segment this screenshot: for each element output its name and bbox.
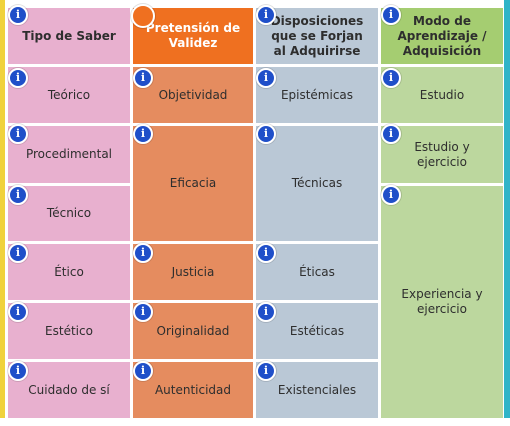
cell-modo-experiencia-y-ejercicio: Experiencia y ejercicio xyxy=(381,186,503,418)
cell-label: Teórico xyxy=(47,87,91,102)
cell-label: Epistémicas xyxy=(280,87,354,102)
info-icon[interactable]: i xyxy=(133,124,153,144)
info-icon[interactable]: i xyxy=(133,302,153,322)
info-icon[interactable]: i xyxy=(133,68,153,88)
cell-disposiciones-existenciales: Existenciales xyxy=(256,362,378,418)
cell-label: Ético xyxy=(54,264,84,279)
info-icon[interactable]: i xyxy=(133,243,153,263)
header-disposiciones: Disposiciones que se Forjan al Adquirirs… xyxy=(256,8,378,64)
cell-label: Existenciales xyxy=(277,382,357,397)
cell-label: Estéticas xyxy=(289,323,345,338)
cell-label: Eficacia xyxy=(169,176,217,190)
header-label: Disposiciones que se Forjan al Adquirirs… xyxy=(270,13,364,58)
cell-pretension-eficacia: Eficacia xyxy=(133,126,253,241)
left-column-edge xyxy=(0,0,5,418)
info-icon[interactable]: i xyxy=(256,361,276,381)
info-icon[interactable]: i xyxy=(8,68,28,88)
cell-label: Técnico xyxy=(46,206,92,220)
cell-label: Estudio y ejercicio xyxy=(414,139,470,169)
info-icon[interactable]: i xyxy=(256,302,276,322)
info-icon[interactable]: i xyxy=(256,68,276,88)
header-label: Pretensión de Validez xyxy=(145,21,241,50)
info-icon[interactable]: i xyxy=(381,68,401,88)
cell-disposiciones-eticas: Éticas xyxy=(256,244,378,300)
cell-disposiciones-epistemicas: Epistémicas xyxy=(256,67,378,123)
info-icon[interactable]: i xyxy=(8,185,28,205)
cell-tipo-cuidado-de-si: Cuidado de sí xyxy=(8,362,130,418)
info-icon[interactable]: i xyxy=(256,124,276,144)
cell-tipo-teorico: Teórico xyxy=(8,67,130,123)
cell-label: Justicia xyxy=(171,264,215,279)
cell-label: Estético xyxy=(45,323,93,338)
info-icon[interactable]: i xyxy=(8,5,28,25)
cell-label: Procedimental xyxy=(25,147,113,161)
info-icon[interactable]: i xyxy=(256,5,276,25)
cell-label: Estudio xyxy=(419,87,465,102)
cell-label: Éticas xyxy=(299,264,335,279)
info-icon[interactable]: i xyxy=(381,185,401,205)
cell-label: Cuidado de sí xyxy=(28,382,110,397)
cell-disposiciones-esteticas: Estéticas xyxy=(256,303,378,359)
right-column-edge xyxy=(504,0,510,418)
info-icon[interactable]: i xyxy=(8,302,28,322)
cell-pretension-justicia: Justicia xyxy=(133,244,253,300)
cell-tipo-etico: Ético xyxy=(8,244,130,300)
header-tipo-de-saber: Tipo de Saber xyxy=(8,8,130,64)
cell-label: Autenticidad xyxy=(154,382,232,397)
header-modo-de-aprendizaje: Modo de Aprendizaje / Adquisición xyxy=(381,8,503,64)
header-label: Tipo de Saber xyxy=(22,28,116,43)
info-icon[interactable]: i xyxy=(381,5,401,25)
info-icon[interactable]: i xyxy=(8,361,28,381)
cell-modo-estudio-y-ejercicio: Estudio y ejercicio xyxy=(381,126,503,183)
cell-tipo-tecnico: Técnico xyxy=(8,186,130,241)
cell-pretension-objetividad: Objetividad xyxy=(133,67,253,123)
cell-pretension-originalidad: Originalidad xyxy=(133,303,253,359)
cell-label: Originalidad xyxy=(156,323,230,338)
info-icon[interactable]: i xyxy=(381,124,401,144)
info-icon[interactable]: i xyxy=(8,124,28,144)
cell-disposiciones-tecnicas: Técnicas xyxy=(256,126,378,241)
cell-tipo-procedimental: Procedimental xyxy=(8,126,130,183)
cell-tipo-estetico: Estético xyxy=(8,303,130,359)
info-icon[interactable]: i xyxy=(256,243,276,263)
cell-label: Objetividad xyxy=(158,87,228,102)
cell-label: Técnicas xyxy=(291,176,343,190)
cell-label: Experiencia y ejercicio xyxy=(401,287,483,316)
info-icon[interactable]: i xyxy=(8,243,28,263)
cell-modo-estudio: Estudio xyxy=(381,67,503,123)
orange-dot-marker xyxy=(131,4,155,28)
cell-pretension-autenticidad: Autenticidad xyxy=(133,362,253,418)
header-label: Modo de Aprendizaje / Adquisición xyxy=(397,13,487,58)
info-icon[interactable]: i xyxy=(133,361,153,381)
